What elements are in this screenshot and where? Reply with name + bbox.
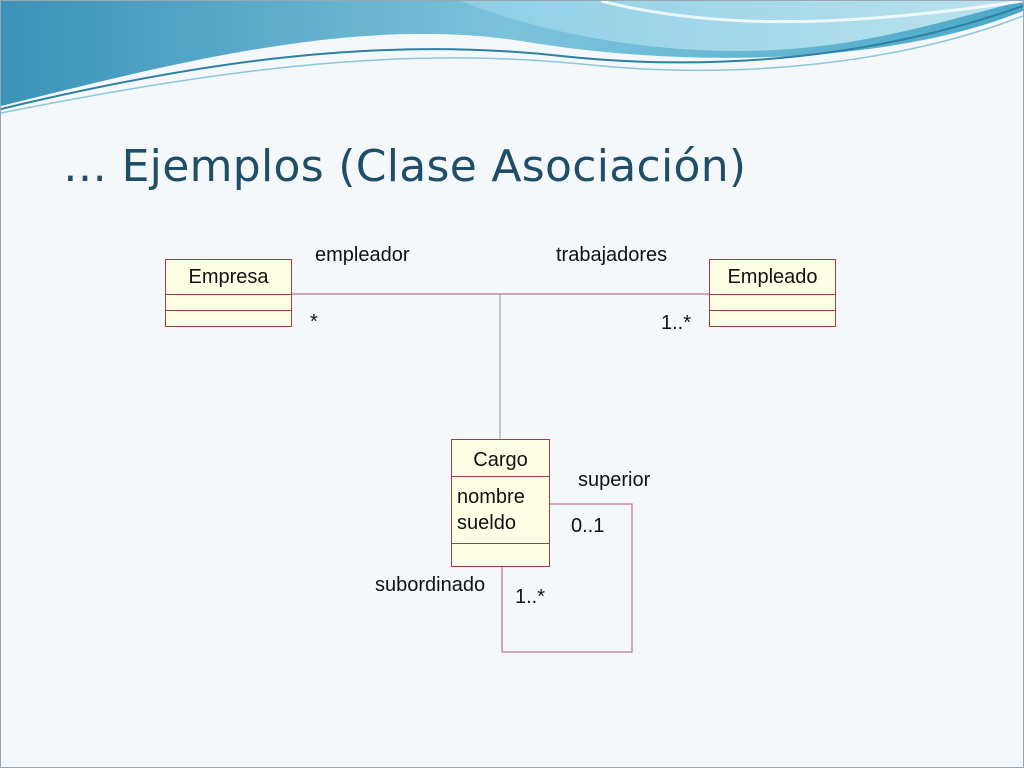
multiplicity-empleado: 1..* — [661, 312, 692, 334]
class-empleado-attributes — [710, 295, 835, 311]
slide-title: … Ejemplos (Clase Asociación) — [63, 141, 747, 192]
class-empresa: Empresa — [165, 259, 292, 327]
role-subordinado: subordinado — [375, 574, 486, 596]
self-association-line — [501, 503, 633, 653]
class-empleado-name: Empleado — [710, 260, 835, 295]
class-empleado-operations — [710, 311, 835, 326]
class-empresa-operations — [166, 311, 291, 326]
role-trabajadores: trabajadores — [556, 244, 668, 266]
cargo-attribute: nombre — [457, 486, 525, 508]
multiplicity-subordinado: 1..* — [515, 586, 546, 608]
role-superior: superior — [578, 469, 651, 491]
header-wave-decoration — [1, 1, 1023, 114]
multiplicity-empresa: * — [310, 311, 318, 333]
class-empresa-attributes — [166, 295, 291, 311]
cargo-attribute: sueldo — [457, 512, 516, 534]
class-cargo-name: Cargo — [452, 440, 549, 477]
class-cargo-operations — [452, 544, 549, 566]
class-empresa-name: Empresa — [166, 260, 291, 295]
multiplicity-superior: 0..1 — [571, 515, 605, 537]
class-cargo: Cargo nombre sueldo — [451, 439, 550, 567]
class-empleado: Empleado — [709, 259, 836, 327]
class-cargo-attributes: nombre sueldo — [452, 477, 549, 544]
role-empleador: empleador — [315, 244, 410, 266]
